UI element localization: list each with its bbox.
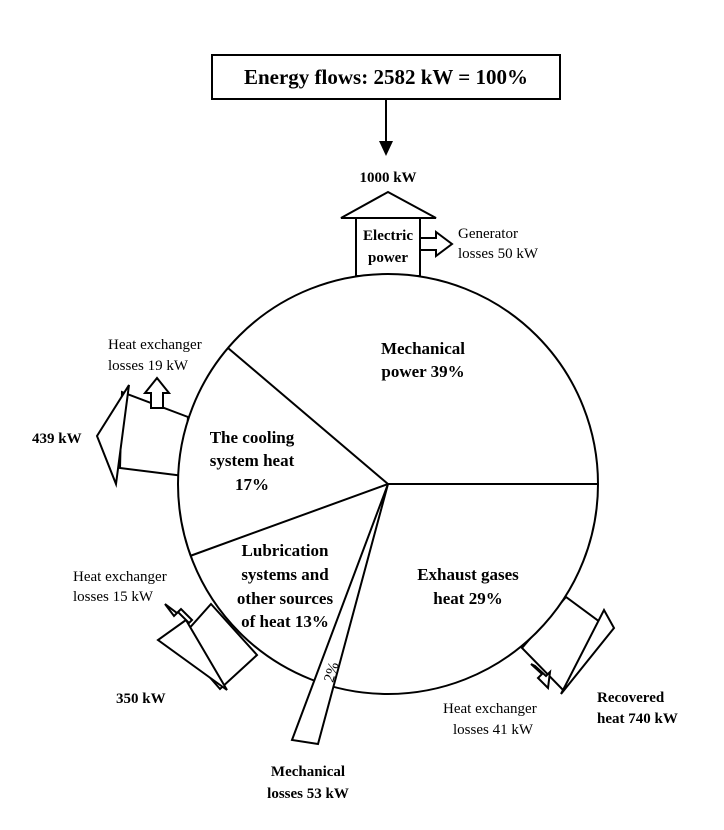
mechanical-losses-percent: 2% (321, 660, 342, 684)
cooling-output-value: 439 kW (32, 431, 82, 447)
divider-mech-cooling (227, 347, 389, 485)
exhaust-hx-losses-line2: losses 41 kW (453, 722, 534, 738)
lube-hx-losses-line1: Heat exchanger (73, 569, 167, 585)
lube-output-value: 350 kW (116, 691, 166, 707)
electric-power-box (355, 217, 421, 277)
divider-cooling-lube (189, 483, 389, 557)
mechanical-power-line1: Mechanical (381, 339, 465, 358)
lube-hx-losses-arrow (164, 603, 194, 625)
exhaust-hx-losses-arrow (530, 663, 552, 691)
cooling-hx-losses-arrow (142, 376, 172, 409)
generator-losses-line2: losses 50 kW (458, 246, 539, 262)
mechanical-losses-line2: losses 53 kW (267, 786, 349, 802)
cooling-hx-losses-line1: Heat exchanger (108, 337, 202, 353)
exhaust-line1: Exhaust gases (417, 565, 519, 584)
lube-line3: other sources (237, 589, 334, 608)
cooling-hx-losses-line2: losses 19 kW (108, 358, 189, 374)
title-arrow-head (379, 141, 393, 156)
electric-power-arrow (340, 190, 437, 219)
lube-line1: Lubrication (242, 541, 329, 560)
electric-power-label-line1: Electric (363, 228, 413, 244)
exhaust-line2: heat 29% (433, 589, 502, 608)
cooling-output-arrow (95, 384, 130, 488)
cooling-line3: 17% (235, 475, 269, 494)
recovered-heat-line2: heat 740 kW (597, 711, 678, 727)
lube-hx-losses-line2: losses 15 kW (73, 589, 154, 605)
exhaust-output-arrow (560, 607, 616, 695)
cooling-line1: The cooling (210, 428, 295, 447)
mechanical-power-line2: power 39% (381, 362, 464, 381)
lube-line4: of heat 13% (241, 612, 329, 631)
cooling-line2: system heat (210, 451, 295, 470)
mechanical-losses-wedge (290, 483, 389, 746)
title-text: Energy flows: 2582 kW = 100% (244, 65, 528, 89)
title-box (211, 54, 561, 100)
mechanical-losses-line1: Mechanical (271, 764, 345, 780)
lube-line2: systems and (241, 565, 329, 584)
exhaust-hx-losses-line1: Heat exchanger (443, 701, 537, 717)
electric-power-label-line2: power (368, 250, 408, 266)
generator-losses-arrow (419, 230, 454, 258)
lube-output-arrow (156, 618, 228, 691)
recovered-heat-line1: Recovered (597, 690, 665, 706)
generator-losses-line1: Generator (458, 226, 518, 242)
electric-power-value: 1000 kW (359, 170, 416, 186)
